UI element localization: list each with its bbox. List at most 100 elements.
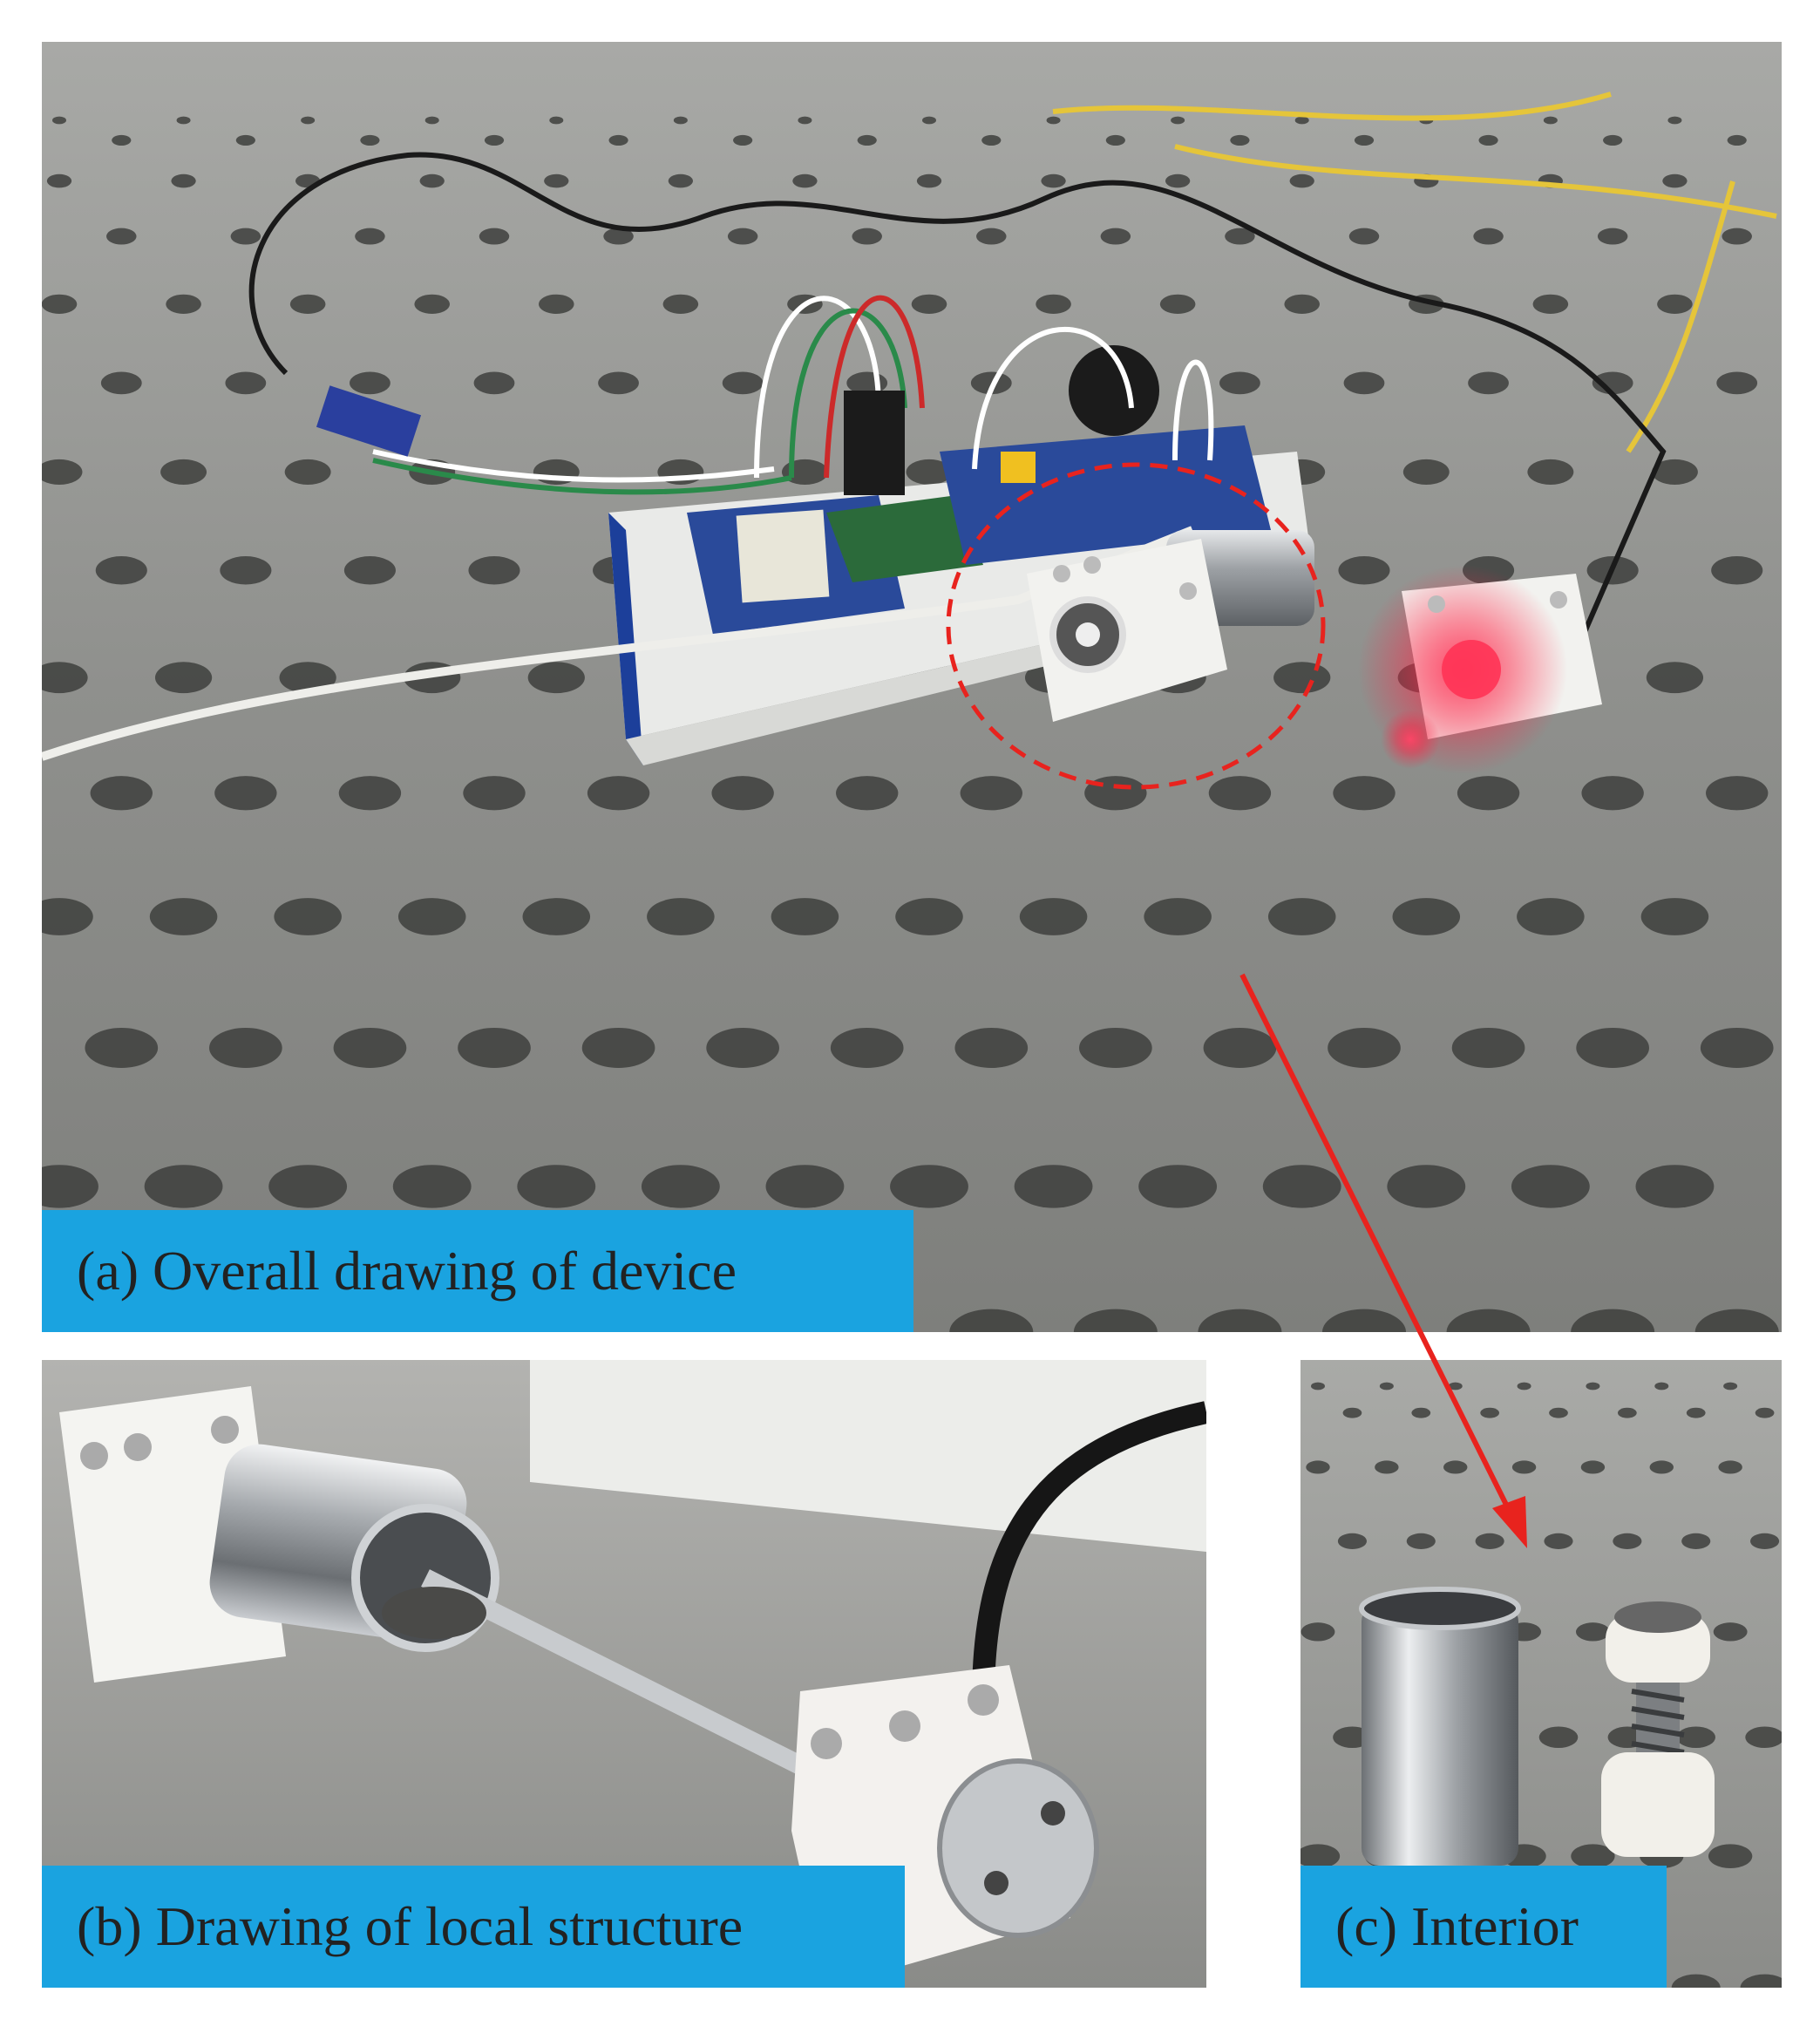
table-hole	[1750, 1533, 1780, 1549]
table-hole	[214, 776, 277, 811]
table-hole	[1478, 134, 1498, 146]
table-hole	[468, 556, 520, 585]
table-hole	[1480, 1407, 1499, 1418]
table-hole	[397, 898, 466, 935]
table-hole	[1727, 134, 1747, 146]
table-hole	[1592, 371, 1633, 395]
table-hole	[527, 662, 585, 694]
table-hole	[106, 228, 137, 245]
table-hole	[771, 898, 839, 935]
table-hole	[1289, 173, 1314, 188]
table-hole	[517, 1165, 596, 1208]
table-hole	[463, 776, 526, 811]
table-hole	[1571, 1309, 1655, 1332]
table-hole	[1635, 1165, 1715, 1208]
table-hole	[1079, 1027, 1152, 1068]
table-hole	[1706, 776, 1769, 811]
table-hole	[42, 294, 78, 315]
caption-b: (b) Drawing of local structure	[42, 1866, 905, 1988]
green-sensor-board	[826, 495, 983, 582]
table-hole	[1708, 1844, 1753, 1869]
table-hole	[798, 116, 812, 125]
table-hole	[1375, 1460, 1399, 1474]
table-hole	[355, 228, 385, 245]
fiber-rod-b	[421, 1569, 831, 1787]
table-hole	[1723, 1382, 1738, 1390]
red-laser-spot	[1381, 710, 1440, 769]
table-hole	[916, 173, 942, 188]
table-hole	[1538, 1726, 1579, 1749]
table-hole	[895, 898, 963, 935]
wifi-chip	[736, 509, 830, 603]
table-hole	[1443, 1460, 1468, 1474]
table-hole	[722, 371, 764, 395]
table-hole	[960, 776, 1022, 811]
table-hole	[343, 556, 396, 585]
spring-assembly-c	[1601, 1601, 1715, 1857]
table-hole	[1379, 1382, 1394, 1390]
black-cable-b	[972, 1401, 1206, 1701]
table-hole	[1284, 294, 1321, 315]
table-hole	[949, 1309, 1034, 1332]
table-hole	[1722, 228, 1752, 245]
table-hole	[1517, 898, 1585, 935]
table-hole	[1311, 1382, 1325, 1390]
table-hole	[274, 898, 342, 935]
table-hole	[1100, 228, 1131, 245]
table-hole	[1681, 1533, 1711, 1549]
table-hole	[1402, 459, 1450, 485]
table-hole	[1532, 294, 1569, 315]
table-hole	[1662, 173, 1688, 188]
table-hole	[1392, 898, 1461, 935]
table-hole	[95, 556, 147, 585]
table-hole	[1041, 173, 1066, 188]
table-hole	[42, 898, 93, 935]
table-hole	[1457, 776, 1520, 811]
table-hole	[598, 371, 639, 395]
table-hole	[144, 1165, 223, 1208]
table-hole	[1654, 1382, 1669, 1390]
table-hole	[1649, 1460, 1674, 1474]
table-hole	[1219, 371, 1260, 395]
table-hole	[289, 294, 326, 315]
panel-a-overall-device: (a) Overall drawing of device	[42, 42, 1782, 1332]
table-hole	[1576, 1027, 1649, 1068]
caption-c: (c) Interior	[1300, 1866, 1667, 1988]
table-hole	[1230, 134, 1250, 146]
table-hole	[1640, 898, 1709, 935]
table-hole	[1343, 371, 1385, 395]
table-hole	[284, 459, 331, 485]
table-hole	[154, 662, 213, 694]
table-hole	[1571, 1844, 1615, 1869]
table-hole	[473, 371, 515, 395]
table-hole	[100, 371, 142, 395]
table-hole	[981, 134, 1002, 146]
table-hole	[538, 294, 574, 315]
table-hole	[608, 134, 628, 146]
table-hole	[484, 134, 505, 146]
table-hole	[549, 116, 564, 125]
table-hole	[479, 228, 510, 245]
table-hole	[1338, 556, 1390, 585]
table-hole	[419, 173, 445, 188]
table-hole	[338, 776, 402, 811]
table-hole	[544, 173, 569, 188]
overall-device-photo	[42, 42, 1782, 1332]
table-hole	[1511, 1460, 1537, 1474]
table-hole	[1618, 1407, 1637, 1418]
table-hole	[1306, 1460, 1330, 1474]
table-hole	[911, 294, 947, 315]
table-hole	[1294, 116, 1309, 125]
table-hole	[522, 898, 591, 935]
table-hole	[852, 228, 882, 245]
table-hole	[1700, 1027, 1774, 1068]
table-hole	[1171, 116, 1185, 125]
table-hole	[1448, 1382, 1463, 1390]
table-hole	[360, 134, 380, 146]
table-hole	[1348, 228, 1380, 245]
table-hole	[581, 1027, 655, 1068]
table-hole	[46, 173, 72, 188]
table-hole	[733, 134, 753, 146]
table-hole	[954, 1027, 1029, 1068]
black-cable	[248, 152, 1667, 654]
